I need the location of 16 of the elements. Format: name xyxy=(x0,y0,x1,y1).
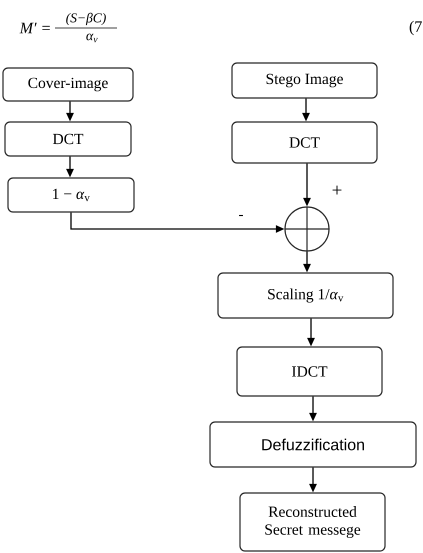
process-box: 1 − α$_{v}$ xyxy=(7,177,135,213)
edge-label: - xyxy=(239,214,243,216)
edge-label: + xyxy=(332,186,342,194)
process-box: DCT xyxy=(231,121,378,164)
equation-number: (7 xyxy=(410,20,422,36)
process-box: IDCT xyxy=(236,346,383,397)
process-box: Cover-image xyxy=(2,67,134,102)
process-box: Scaling 1/α$_{v}$ xyxy=(217,272,394,319)
process-box: Defuzzification xyxy=(209,421,417,468)
equation-text: (S−βC) xyxy=(66,12,106,26)
process-box: DCT xyxy=(4,121,132,157)
process-box: Reconstructed Secret messege xyxy=(239,492,386,552)
process-box: Stego Image xyxy=(231,62,378,99)
summing-junction xyxy=(284,206,330,252)
equation-text: α$_{v}$ xyxy=(86,34,98,42)
equation-text: M′ = xyxy=(20,22,50,34)
